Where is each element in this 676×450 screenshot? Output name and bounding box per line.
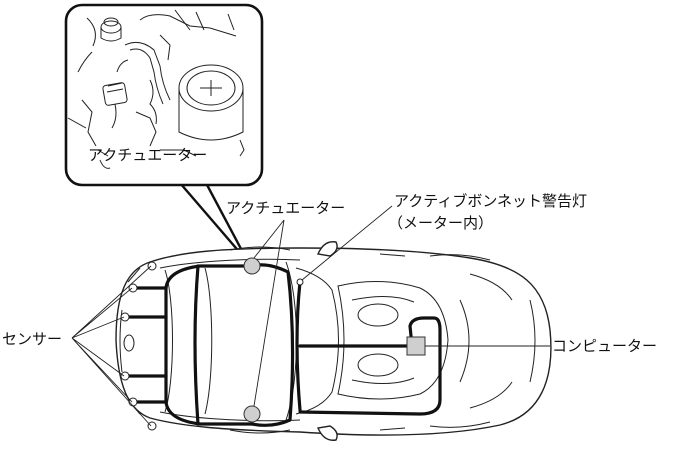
- car-body: [115, 241, 552, 441]
- actuator-right: [243, 405, 261, 423]
- inset-actuator-label: アクチュエーター: [88, 146, 207, 164]
- sensor-1: [147, 261, 157, 271]
- computer-label: コンピューター: [552, 337, 657, 355]
- leader-lines: [71, 205, 550, 427]
- sensor-5: [128, 397, 138, 407]
- warning-lamp-point: [296, 278, 304, 286]
- sensor-label: センサー: [2, 330, 62, 348]
- inset-callout: アクチュエーター: [64, 3, 264, 264]
- actuator-label: アクチュエーター: [226, 199, 345, 217]
- computer-unit: [406, 336, 426, 356]
- sensor-2: [128, 283, 138, 293]
- sensor-3: [120, 312, 130, 322]
- engine-bay-illustration: [67, 9, 245, 169]
- sensor-4: [120, 371, 130, 381]
- warning-lamp-sublabel: （メーター内）: [388, 214, 493, 232]
- sensor-6: [147, 421, 157, 431]
- wiring-harness: [123, 263, 442, 427]
- actuator-left: [243, 257, 261, 275]
- warning-lamp-label: アクティブボンネット警告灯: [394, 192, 587, 210]
